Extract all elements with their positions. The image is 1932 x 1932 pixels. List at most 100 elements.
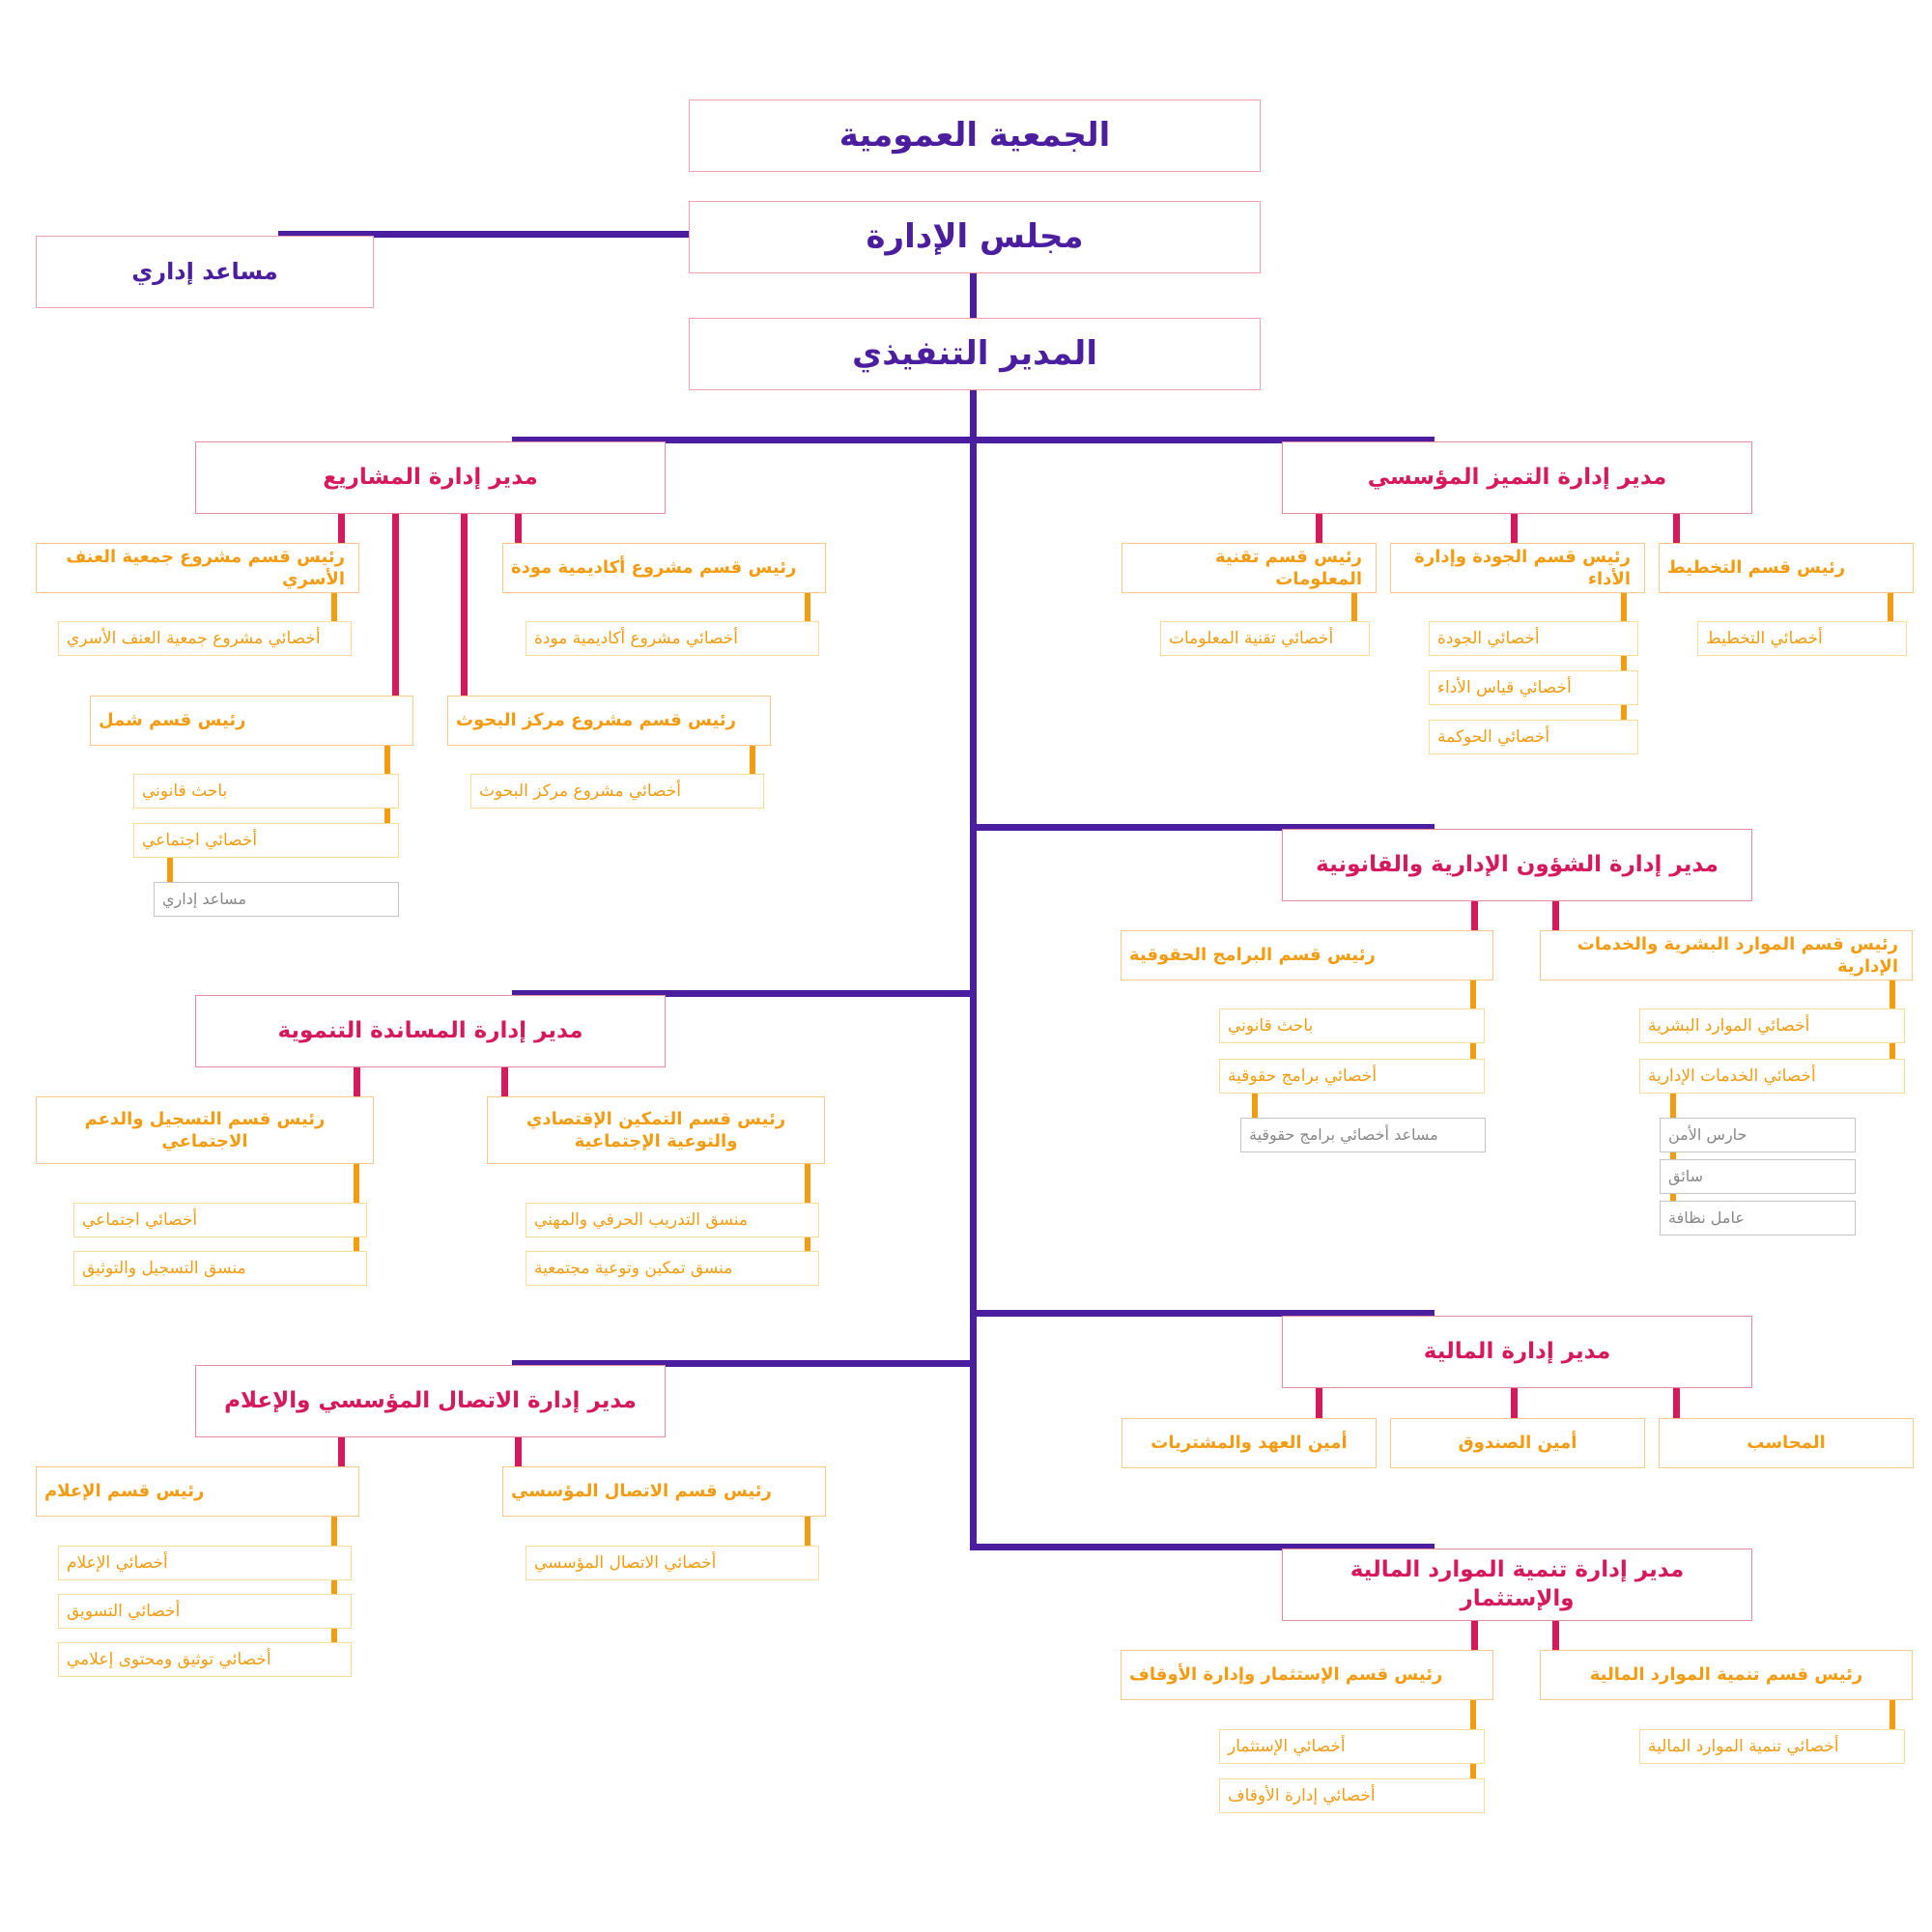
resources-head-box: رئيس قسم تنمية الموارد المالية: [1540, 1650, 1913, 1700]
registration-head-box: رئيس قسم التسجيل والدعم الاجتماعي: [36, 1096, 374, 1164]
it-specialist-box: أخصائي تقنية المعلومات: [1160, 621, 1370, 656]
connector-line: [1552, 1611, 1559, 1656]
connector-line: [512, 1360, 977, 1367]
connector-line: [1471, 891, 1478, 935]
legal-manager-box: مدير إدارة الشؤون الإدارية والقانونية: [1282, 829, 1752, 901]
connector-line: [1673, 504, 1680, 549]
hr-head-box: رئيس قسم الموارد البشرية والخدمات الإدار…: [1540, 930, 1913, 980]
performance-specialist-box: أخصائي قياس الأداء: [1429, 670, 1638, 705]
driver-box: سائق: [1660, 1159, 1856, 1194]
family-violence-head-box: رئيس قسم مشروع جمعية العنف الأسري: [36, 543, 359, 593]
connector-line: [1511, 1378, 1518, 1423]
investment-specialist-box: أخصائي الإستثمار: [1219, 1729, 1485, 1764]
rights-specialist-box: أخصائي برامج حقوقية: [1219, 1059, 1485, 1094]
projects-manager-box: مدير إدارة المشاريع: [195, 441, 666, 514]
connector-line: [461, 504, 468, 698]
connector-line: [354, 1136, 359, 1266]
connector-line: [354, 1057, 360, 1101]
connector-line: [392, 504, 399, 698]
endowment-specialist-box: أخصائي إدارة الأوقاف: [1219, 1778, 1485, 1813]
connector-line: [278, 231, 723, 238]
connector-line: [338, 1427, 345, 1471]
family-violence-specialist-box: أخصائي مشروع جمعية العنف الأسري: [58, 621, 352, 656]
research-center-head-box: رئيس قسم مشروع مركز البحوث: [447, 696, 771, 746]
board-box: مجلس الإدارة: [689, 201, 1261, 273]
connector-line: [1471, 1611, 1478, 1656]
media-specialist-box: أخصائي الإعلام: [58, 1546, 352, 1580]
accountant-box: المحاسب: [1659, 1418, 1914, 1468]
registration-coordinator-box: منسق التسجيل والتوثيق: [73, 1251, 367, 1286]
quality-head-box: رئيس قسم الجودة وإدارة الأداء: [1390, 543, 1645, 593]
community-coordinator-box: منسق تمكين وتوعية مجتمعية: [526, 1251, 819, 1286]
executive-director-box: المدير التنفيذي: [689, 318, 1261, 390]
connector-line: [1511, 504, 1518, 549]
general-assembly-box: الجمعية العمومية: [689, 99, 1261, 172]
shamel-head-box: رئيس قسم شمل: [90, 696, 413, 746]
resources-specialist-box: أخصائي تنمية الموارد المالية: [1639, 1729, 1905, 1764]
excellence-manager-box: مدير إدارة التميز المؤسسي: [1282, 441, 1752, 514]
rights-assistant-box: مساعد أخصائي برامج حقوقية: [1240, 1118, 1486, 1152]
marketing-specialist-box: أخصائي التسويق: [58, 1594, 352, 1629]
connector-line: [1252, 1079, 1258, 1132]
vocational-coordinator-box: منسق التدريب الحرفي والمهني: [526, 1203, 819, 1237]
comm-specialist-box: أخصائي الاتصال المؤسسي: [526, 1546, 819, 1580]
connector-line: [167, 843, 173, 896]
admin-services-specialist-box: أخصائي الخدمات الإدارية: [1639, 1059, 1905, 1094]
communication-manager-box: مدير إدارة الاتصال المؤسسي والإعلام: [195, 1365, 666, 1437]
connector-line: [331, 584, 337, 638]
connector-line: [970, 1310, 1435, 1317]
connector-line: [970, 1544, 1435, 1550]
connector-line: [512, 437, 1435, 443]
custody-officer-box: أمين العهد والمشتريات: [1122, 1418, 1377, 1468]
research-center-specialist-box: أخصائي مشروع مركز البحوث: [470, 774, 764, 809]
treasurer-box: أمين الصندوق: [1390, 1418, 1645, 1468]
connector-line: [501, 1057, 508, 1101]
planning-specialist-box: أخصائي التخطيط: [1697, 621, 1907, 656]
connector-line: [515, 504, 522, 549]
it-head-box: رئيس قسم تقنية المعلومات: [1122, 543, 1377, 593]
media-head-box: رئيس قسم الإعلام: [36, 1466, 359, 1517]
dev-social-specialist-box: أخصائي اجتماعي: [73, 1203, 367, 1237]
mawadda-head-box: رئيس قسم مشروع أكاديمية مودة: [502, 543, 826, 593]
quality-specialist-box: أخصائي الجودة: [1429, 621, 1638, 656]
connector-line: [970, 266, 977, 323]
shamel-admin-assistant-box: مساعد إداري: [154, 882, 399, 917]
connector-line: [750, 736, 755, 789]
connector-line: [1621, 584, 1627, 739]
security-guard-box: حارس الأمن: [1660, 1118, 1856, 1152]
finance-manager-box: مدير إدارة المالية: [1282, 1316, 1752, 1388]
connector-line: [1351, 584, 1357, 638]
social-specialist-box: أخصائي اجتماعي: [133, 823, 399, 858]
connector-line: [805, 584, 810, 638]
mawadda-specialist-box: أخصائي مشروع أكاديمية مودة: [526, 621, 819, 656]
connector-line: [1670, 1079, 1676, 1229]
connector-line: [512, 990, 977, 997]
connector-line: [1316, 1378, 1322, 1423]
rights-legal-researcher-box: باحث قانوني: [1219, 1009, 1485, 1043]
governance-specialist-box: أخصائي الحوكمة: [1429, 720, 1638, 754]
investment-manager-box: مدير إدارة تنمية الموارد المالية والإستث…: [1282, 1548, 1752, 1621]
connector-line: [970, 382, 977, 1548]
connector-line: [1552, 891, 1559, 935]
connector-line: [338, 504, 345, 549]
connector-line: [970, 824, 1435, 831]
investment-head-box: رئيس قسم الإستثمار وإدارة الأوقاف: [1121, 1650, 1493, 1700]
cleaner-box: عامل نظافة: [1660, 1201, 1856, 1236]
connector-line: [1316, 504, 1322, 549]
planning-head-box: رئيس قسم التخطيط: [1659, 543, 1914, 593]
connector-line: [805, 1136, 810, 1266]
admin-assistant-box: مساعد إداري: [36, 236, 374, 308]
development-manager-box: مدير إدارة المساندة التنموية: [195, 995, 666, 1067]
hr-specialist-box: أخصائي الموارد البشرية: [1639, 1009, 1905, 1043]
connector-line: [515, 1427, 522, 1471]
empowerment-head-box: رئيس قسم التمكين الإقتصادي والتوعية الإج…: [487, 1096, 825, 1164]
legal-researcher-box: باحث قانوني: [133, 774, 399, 809]
connector-line: [805, 1507, 810, 1560]
documentation-specialist-box: أخصائي توثيق ومحتوى إعلامي: [58, 1642, 352, 1677]
connector-line: [1888, 584, 1893, 638]
rights-head-box: رئيس قسم البرامج الحقوقية: [1121, 930, 1493, 980]
connector-line: [1889, 1690, 1895, 1744]
comm-head-box: رئيس قسم الاتصال المؤسسي: [502, 1466, 826, 1517]
connector-line: [1673, 1378, 1680, 1423]
